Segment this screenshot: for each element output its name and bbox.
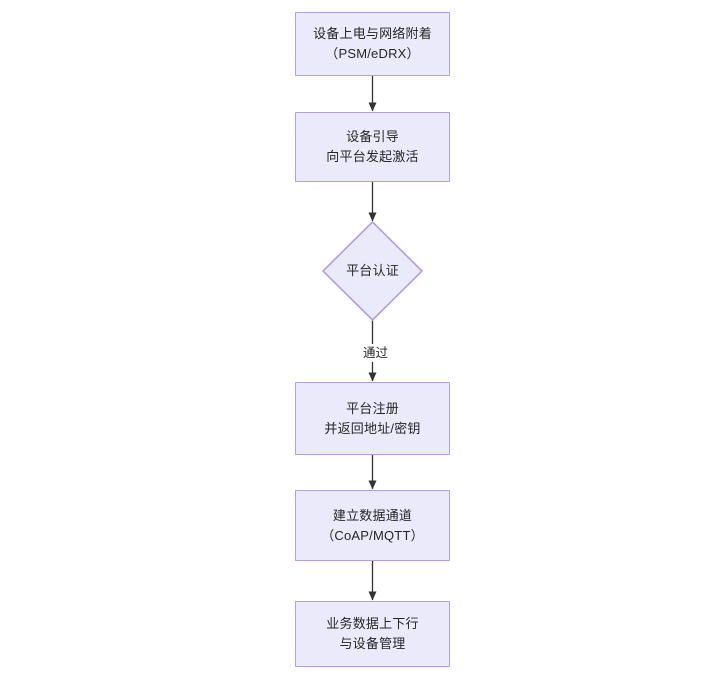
diamond-shape-icon <box>322 221 423 321</box>
node-label-line: 平台注册 <box>346 400 399 416</box>
node-label-line: 建立数据通道 <box>332 507 413 523</box>
node-label-line: 业务数据上下行 <box>326 616 419 631</box>
edge-label-pass: 通过 <box>352 344 399 362</box>
node-label-line: （PSM/eDRX） <box>325 46 420 61</box>
node-label-line: 与设备管理 <box>339 636 406 651</box>
node-business-data-and-management[interactable]: 业务数据上下行 与设备管理 <box>295 601 450 667</box>
node-platform-register[interactable]: 平台注册 并返回地址/密钥 <box>295 382 450 455</box>
node-platform-auth-decision[interactable]: 平台认证 <box>322 221 423 321</box>
node-label-line: （CoAP/MQTT） <box>321 527 424 543</box>
node-label-line: 设备上电与网络附着 <box>313 26 432 41</box>
node-device-power-on[interactable]: 设备上电与网络附着 （PSM/eDRX） <box>295 12 450 76</box>
node-device-bootstrap[interactable]: 设备引导 向平台发起激活 <box>295 112 450 182</box>
node-label-line: 平台认证 <box>346 263 399 278</box>
node-label-line: 设备引导 <box>346 129 399 144</box>
node-label-line: 并返回地址/密钥 <box>324 420 421 436</box>
node-establish-data-channel[interactable]: 建立数据通道 （CoAP/MQTT） <box>295 490 450 561</box>
node-label-line: 向平台发起激活 <box>326 149 419 164</box>
edge-label-text: 通过 <box>362 346 388 360</box>
